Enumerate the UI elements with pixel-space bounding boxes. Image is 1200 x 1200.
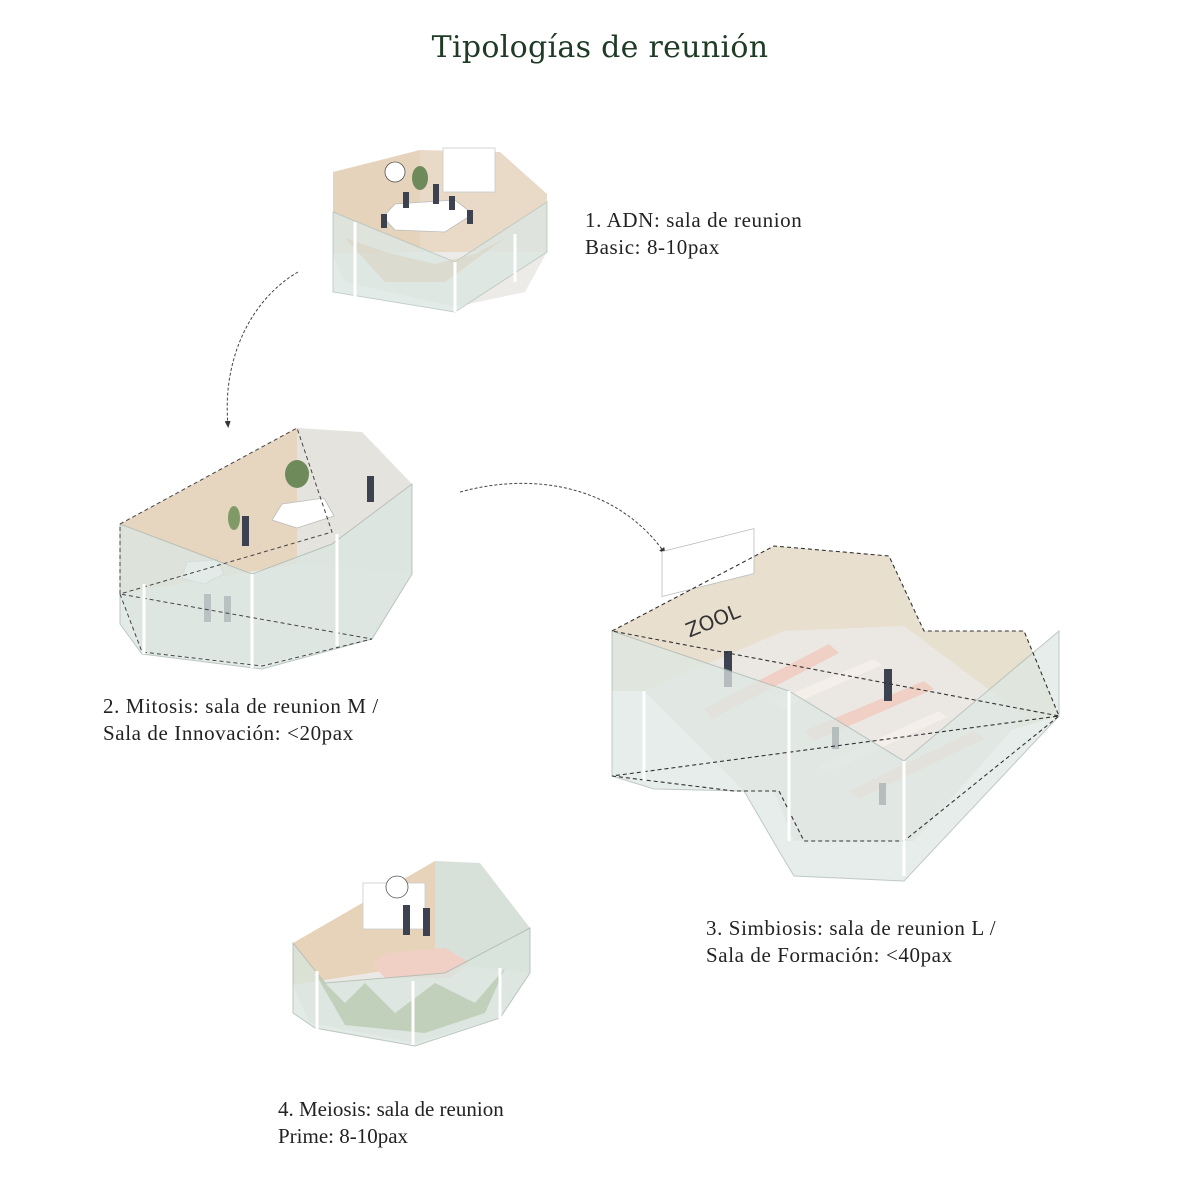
caption-room-2: 2. Mitosis: sala de reunion M / Sala de … (103, 693, 379, 747)
caption-room-1-line-1: 1. ADN: sala de reunion (585, 208, 803, 232)
caption-room-4-line-2: Prime: 8-10pax (278, 1124, 409, 1148)
caption-room-3: 3. Simbiosis: sala de reunion L / Sala d… (706, 915, 996, 969)
room-simbiosis-illustration: ZOOL (610, 528, 1061, 882)
room-mitosis-illustration (119, 427, 413, 670)
caption-room-3-line-1: 3. Simbiosis: sala de reunion L / (706, 916, 997, 940)
plant-icon (412, 166, 428, 190)
caption-room-3-line-2: Sala de Formación: <40pax (706, 943, 953, 967)
caption-room-1-line-2: Basic: 8-10pax (585, 235, 720, 259)
plant-icon (285, 460, 309, 488)
caption-room-2-line-1: 2. Mitosis: sala de reunion M / (103, 694, 379, 718)
arrow-2-to-3 (459, 482, 666, 555)
thought-bubble-icon (385, 875, 409, 899)
room-meiosis-illustration (292, 861, 531, 1047)
caption-room-4: 4. Meiosis: sala de reunion Prime: 8-10p… (278, 1096, 504, 1150)
speech-bubble-icon (384, 161, 406, 183)
page-title: Tipologías de reunión (431, 30, 769, 65)
caption-room-2-line-2: Sala de Innovación: <20pax (103, 721, 354, 745)
room-adn-illustration (332, 147, 548, 313)
caption-room-1: 1. ADN: sala de reunion Basic: 8-10pax (585, 207, 802, 261)
arrow-1-to-2 (224, 271, 299, 428)
caption-room-4-line-1: 4. Meiosis: sala de reunion (278, 1097, 504, 1121)
